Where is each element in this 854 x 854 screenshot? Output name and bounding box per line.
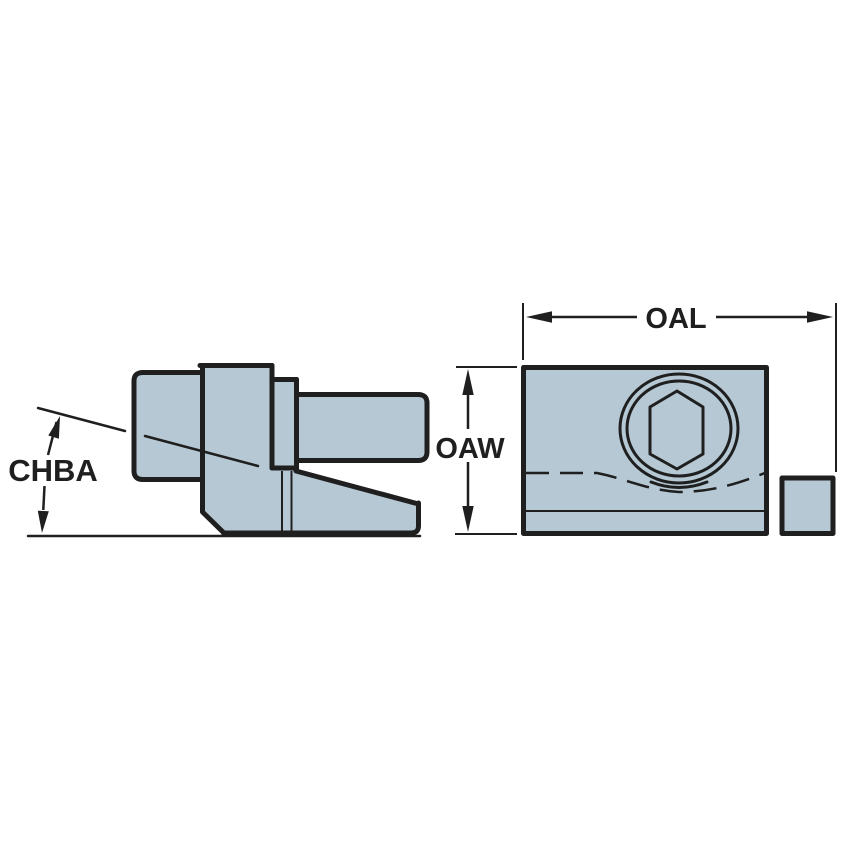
clamp-screw (618, 372, 740, 489)
oal-left-arrowhead-icon (526, 311, 552, 323)
oaw-bottom-arrowhead-icon (462, 506, 474, 532)
chba-lower-arrow-line (42, 485, 46, 511)
chba-dimension: CHBA (8, 416, 98, 533)
front-view (521, 365, 836, 536)
chba-upper-arrowhead-icon (48, 416, 60, 439)
oaw-dimension: OAW (435, 366, 517, 535)
side-view-shaft (294, 392, 430, 463)
screw-inner-ring (625, 379, 733, 478)
chba-lower-arrowhead-icon (37, 510, 49, 533)
oal-dimension: OAL (522, 303, 837, 472)
chba-label: CHBA (8, 453, 98, 488)
oaw-top-arrowhead-icon (462, 369, 474, 395)
screw-bottom-lip-arc (649, 480, 709, 489)
front-view-side-block (779, 475, 836, 536)
side-view (26, 363, 430, 538)
oaw-label: OAW (435, 433, 505, 465)
angle-reference-line (36, 406, 260, 468)
body-bottom-edge (221, 500, 421, 536)
oal-label: OAL (645, 303, 706, 335)
serration-dashed-line (526, 471, 766, 494)
screw-outer-ring (618, 372, 740, 485)
body-left-edge (200, 363, 227, 536)
oal-right-arrowhead-icon (807, 311, 833, 323)
side-view-stub (131, 370, 215, 482)
hex-socket-icon (648, 389, 705, 471)
wedge-slope-edge (293, 468, 421, 507)
